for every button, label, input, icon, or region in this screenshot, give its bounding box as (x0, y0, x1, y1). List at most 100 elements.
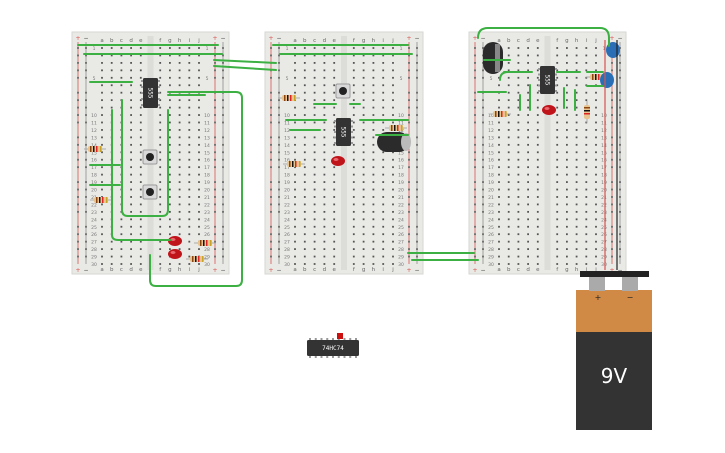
led[interactable] (542, 105, 556, 115)
hole (595, 151, 597, 154)
rail-hole (77, 143, 79, 146)
chip-pin (158, 86, 160, 88)
hole (382, 188, 385, 191)
rail-hole (85, 143, 87, 146)
hole (169, 248, 171, 251)
chip-body (307, 340, 359, 356)
led[interactable] (331, 156, 345, 166)
hole (556, 173, 559, 176)
jumper-wire[interactable] (499, 71, 509, 81)
hole (139, 218, 142, 221)
rail-hole (77, 47, 79, 49)
hole (517, 240, 520, 243)
hole (392, 248, 394, 251)
row-number: 25 (398, 225, 404, 231)
rail-hole (408, 114, 410, 116)
hole (392, 240, 394, 243)
row-number: 13 (488, 135, 494, 141)
chip-pin (334, 142, 336, 144)
hole (323, 61, 326, 64)
resistor[interactable] (194, 240, 216, 246)
hole (294, 121, 296, 124)
resistor[interactable] (584, 101, 590, 123)
resistor[interactable] (385, 125, 407, 131)
hole (595, 69, 597, 72)
electrolytic-capacitor[interactable] (377, 132, 411, 152)
electrolytic-capacitor[interactable] (483, 42, 503, 74)
rail-hole (278, 47, 280, 49)
resistor[interactable] (84, 146, 106, 152)
resistor[interactable] (489, 111, 511, 117)
led[interactable] (168, 249, 182, 259)
hole (101, 240, 103, 243)
rail-hole (85, 210, 87, 213)
hole (556, 181, 559, 183)
resistor[interactable] (283, 161, 305, 167)
hole (527, 248, 529, 251)
hole (556, 210, 559, 213)
resistor[interactable] (186, 256, 208, 262)
timer-chip-555[interactable]: 555 (141, 78, 160, 108)
hole (178, 248, 181, 251)
battery-9v[interactable]: +−9V (576, 40, 652, 430)
hole (566, 143, 568, 146)
pushbutton-cap (146, 188, 154, 196)
resistor[interactable] (278, 95, 300, 101)
column-letter: e (139, 267, 143, 273)
column-letter: b (507, 267, 511, 273)
pushbutton[interactable] (142, 184, 158, 200)
rail-minus-label: − (617, 35, 622, 42)
hole (294, 203, 296, 206)
jumper-wire[interactable] (121, 99, 169, 217)
rail-hole (270, 47, 272, 49)
row-number: 22 (601, 202, 607, 208)
rail-hole (611, 91, 613, 94)
battery-plus-sign: + (595, 293, 602, 302)
rail-hole (214, 106, 216, 109)
jumper-wire[interactable] (213, 59, 277, 64)
hole (527, 143, 529, 146)
column-letter: d (323, 38, 327, 44)
hole (159, 91, 162, 94)
rail-hole (619, 158, 621, 161)
rail-hole (611, 143, 613, 146)
row-number: 17 (284, 165, 290, 171)
hole (101, 218, 103, 221)
pushbutton[interactable] (335, 83, 351, 99)
timer-chip-555[interactable]: 555 (334, 118, 353, 146)
flipflop-chip-74hc74[interactable]: 74HC74 (307, 338, 359, 358)
hole (294, 106, 296, 109)
pushbutton[interactable] (142, 149, 158, 165)
timer-chip-555[interactable]: 555 (538, 66, 557, 94)
jumper-wire[interactable] (477, 27, 610, 47)
hole (556, 196, 559, 198)
hole (178, 61, 181, 64)
resistor[interactable] (90, 197, 112, 203)
led[interactable] (168, 236, 182, 246)
jumper-wire[interactable] (213, 65, 277, 71)
hole (130, 84, 132, 87)
hole (392, 173, 394, 176)
hole (352, 47, 355, 49)
rail-hole (482, 121, 484, 124)
rail-hole (408, 99, 410, 102)
hole (566, 210, 568, 213)
hole (498, 255, 500, 258)
hole (139, 106, 142, 109)
rail-hole (619, 255, 621, 258)
rail-hole (482, 255, 484, 258)
hole (188, 233, 191, 236)
hole (585, 54, 588, 57)
hole (536, 255, 539, 258)
rail-plus-label: + (609, 35, 614, 42)
ceramic-capacitor[interactable] (600, 72, 614, 88)
hole (323, 225, 326, 228)
jumper-wire[interactable] (111, 109, 171, 241)
rail-hole (416, 143, 418, 146)
rail-hole (278, 69, 280, 72)
jumper-wire[interactable] (149, 91, 243, 287)
hole (595, 91, 597, 94)
